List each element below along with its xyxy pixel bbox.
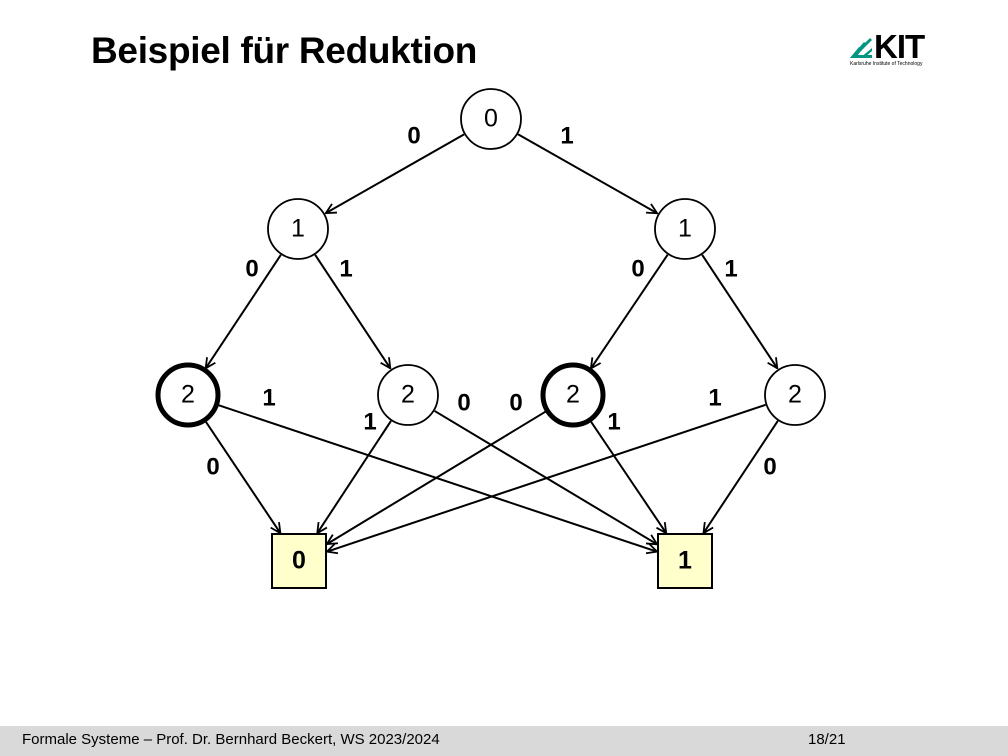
kit-logo-icon: [850, 38, 872, 58]
node-n2a: [155, 362, 221, 428]
edge-label-n0-n1R: 1: [560, 122, 573, 149]
edge-n1R-n2c: [591, 254, 669, 369]
edge-label-n1R-n2d: 1: [724, 255, 737, 282]
node-label-n2a: 2: [181, 381, 195, 409]
edge-n2d-t1: [703, 420, 779, 533]
edge-label-n2d-t0: 1: [708, 384, 721, 411]
node-n2c: [540, 362, 606, 428]
edge-label-n2a-t1: 1: [262, 384, 275, 411]
kit-logo-mark: [850, 38, 872, 58]
terminal-t0: [271, 533, 327, 589]
edge-n2c-t0: [327, 410, 548, 544]
edge-n0-n1L: [326, 133, 465, 213]
terminal-label-t0: 0: [292, 547, 306, 575]
node-label-n2d: 2: [788, 381, 802, 409]
node-n0: [460, 88, 522, 150]
footer-bar: Formale Systeme – Prof. Dr. Bernhard Bec…: [0, 726, 1008, 756]
node-n1R: [654, 198, 716, 260]
footer-page-number: 18/21: [808, 731, 846, 748]
node-n2b: [377, 364, 439, 426]
edge-n2a-t0: [204, 420, 280, 533]
edge-label-n2a-t0: 0: [206, 453, 219, 480]
edge-label-n2b-t1: 0: [457, 389, 470, 416]
kit-logo-text: KIT: [874, 28, 925, 65]
terminal-label-t1: 1: [678, 547, 692, 575]
edge-n2d-t0: [327, 403, 766, 552]
node-label-n2c: 2: [566, 381, 580, 409]
footer-course-info: Formale Systeme – Prof. Dr. Bernhard Bec…: [22, 731, 440, 748]
edge-label-n2c-t0: 0: [509, 389, 522, 416]
edge-n0-n1R: [517, 133, 657, 213]
terminal-t1: [657, 533, 713, 589]
node-n1L: [267, 198, 329, 260]
node-n2d: [764, 364, 826, 426]
edge-label-n1L-n2b: 1: [339, 255, 352, 282]
kit-logo-subtitle: Karlsruhe Institute of Technology: [850, 61, 923, 67]
edge-n2c-t1: [589, 420, 666, 533]
edge-n2b-t0: [317, 420, 392, 533]
edge-label-n0-n1L: 0: [407, 122, 420, 149]
edge-n1L-n2b: [314, 254, 390, 368]
edge-label-n2b-t0: 1: [363, 408, 376, 435]
node-label-n1R: 1: [678, 215, 692, 243]
edge-label-n2c-t1: 1: [607, 408, 620, 435]
page-title: Beispiel für Reduktion: [91, 30, 478, 71]
edge-n1R-n2d: [701, 254, 777, 368]
node-label-n1L: 1: [291, 215, 305, 243]
node-label-n0: 0: [484, 105, 498, 133]
edge-label-n1R-n2c: 0: [631, 255, 644, 282]
edge-label-n1L-n2a: 0: [245, 255, 258, 282]
edge-n1L-n2a: [206, 254, 282, 368]
edge-label-n2d-t1: 0: [763, 453, 776, 480]
node-label-n2b: 2: [401, 381, 415, 409]
